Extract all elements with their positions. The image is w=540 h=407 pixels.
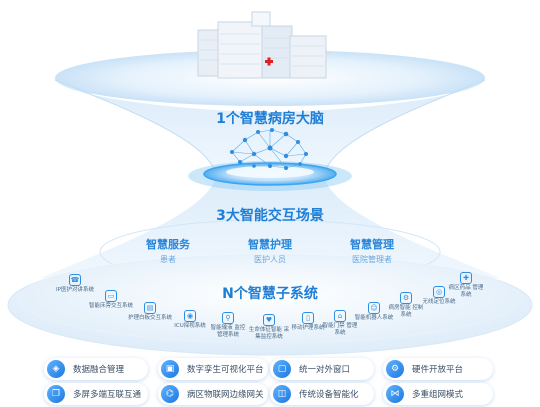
hospital-building-icon [197,11,327,79]
bed-icon: ▭ [105,290,117,302]
subsystem-location: ◎ 无线定位系统 [422,286,456,305]
subsystem-layer-title: N个智慧子系统 [222,286,318,302]
service-name: 智慧服务 [146,238,190,251]
subsystem-ip-intercom: ☎ IP医护对讲系统 [56,274,94,293]
subsystem-vital-signs: ♥ 生命体征智能 采集监控系统 [248,314,290,340]
visit-icon: ◉ [184,310,196,322]
feature-pill: ⋈ 多重组网模式 [383,383,493,405]
subsystem-whiteboard: ▤ 护理白板交互系统 [127,302,172,321]
subsystem-infusion: ⚲ 智能输液 监控管理系统 [210,312,246,338]
feature-pill: ◈ 数据融合管理 [44,358,148,380]
subsystem-bedside: ▭ 智能床旁交互系统 [88,290,133,309]
device-icon: ◫ [273,385,291,403]
subsystem-icu: ◉ ICU探视系统 [174,310,206,329]
brain-nodes [230,128,308,170]
room-control-icon: ⚙ [400,292,412,304]
scenario-layer-title: 3大智能交互场景 [216,208,324,224]
service-item: 智慧服务 患者 [133,236,203,265]
medicine-icon: ✚ [460,272,472,284]
feature-pill: ⌬ 病区物联网边缘网关 [158,383,268,405]
screens-icon: ❐ [47,385,65,403]
service-audience: 医院管理者 [352,255,392,264]
board-icon: ▤ [144,302,156,314]
feature-pill: ▣ 数字孪生可视化平台 [158,358,268,380]
hardware-icon: ⚙ [386,360,404,378]
funnel-lower-body [40,180,500,278]
robot-icon: ☺ [368,302,380,314]
twin-icon: ▣ [161,360,179,378]
mobile-nursing-icon: ▯ [302,312,314,324]
network-icon: ⋈ [386,385,404,403]
gateway-icon: ⌬ [161,385,179,403]
infusion-icon: ⚲ [222,312,234,324]
service-name: 智慧护理 [248,238,292,251]
subsystem-robot: ☺ 智能机器人系统 [354,302,394,321]
service-item: 智慧护理 医护人员 [235,236,305,265]
subsystem-door-access: ⌂ 智能门禁 管理系统 [322,310,358,336]
subsystem-room-control: ⚙ 病房智能 控制系统 [388,292,424,318]
feature-pill: ⚙ 硬件开放平台 [383,358,493,380]
funnel-upper-body [55,80,485,172]
feature-pill: ◫ 传统设备智能化 [270,383,374,405]
subsystem-mobile-nursing: ▯ 移动护理系统 [291,312,325,331]
phone-icon: ☎ [69,274,81,286]
location-icon: ◎ [433,286,445,298]
service-item: 智慧管理 医院管理者 [337,236,407,265]
service-name: 智慧管理 [350,238,394,251]
window-icon: ▢ [273,360,291,378]
door-access-icon: ⌂ [334,310,346,322]
feature-pill: ❐ 多屏多端互联互通 [44,383,148,405]
data-icon: ◈ [47,360,65,378]
feature-pill: ▢ 统一对外窗口 [270,358,374,380]
brain-layer-title: 1个智慧病房大脑 [216,111,324,127]
subsystem-medicine: ✚ 病区药品 管理系统 [448,272,484,298]
service-audience: 医护人员 [254,255,286,264]
vital-signs-icon: ♥ [263,314,275,326]
service-audience: 患者 [160,255,176,264]
